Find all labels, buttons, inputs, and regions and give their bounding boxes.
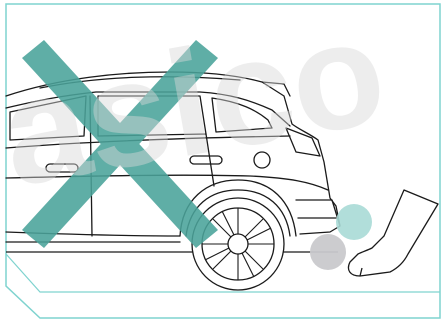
sensor-circle-gray: [310, 234, 346, 270]
sensor-circle-teal: [336, 204, 372, 240]
cross-mark-icon: [22, 40, 218, 248]
rear-wheel: [192, 198, 284, 290]
